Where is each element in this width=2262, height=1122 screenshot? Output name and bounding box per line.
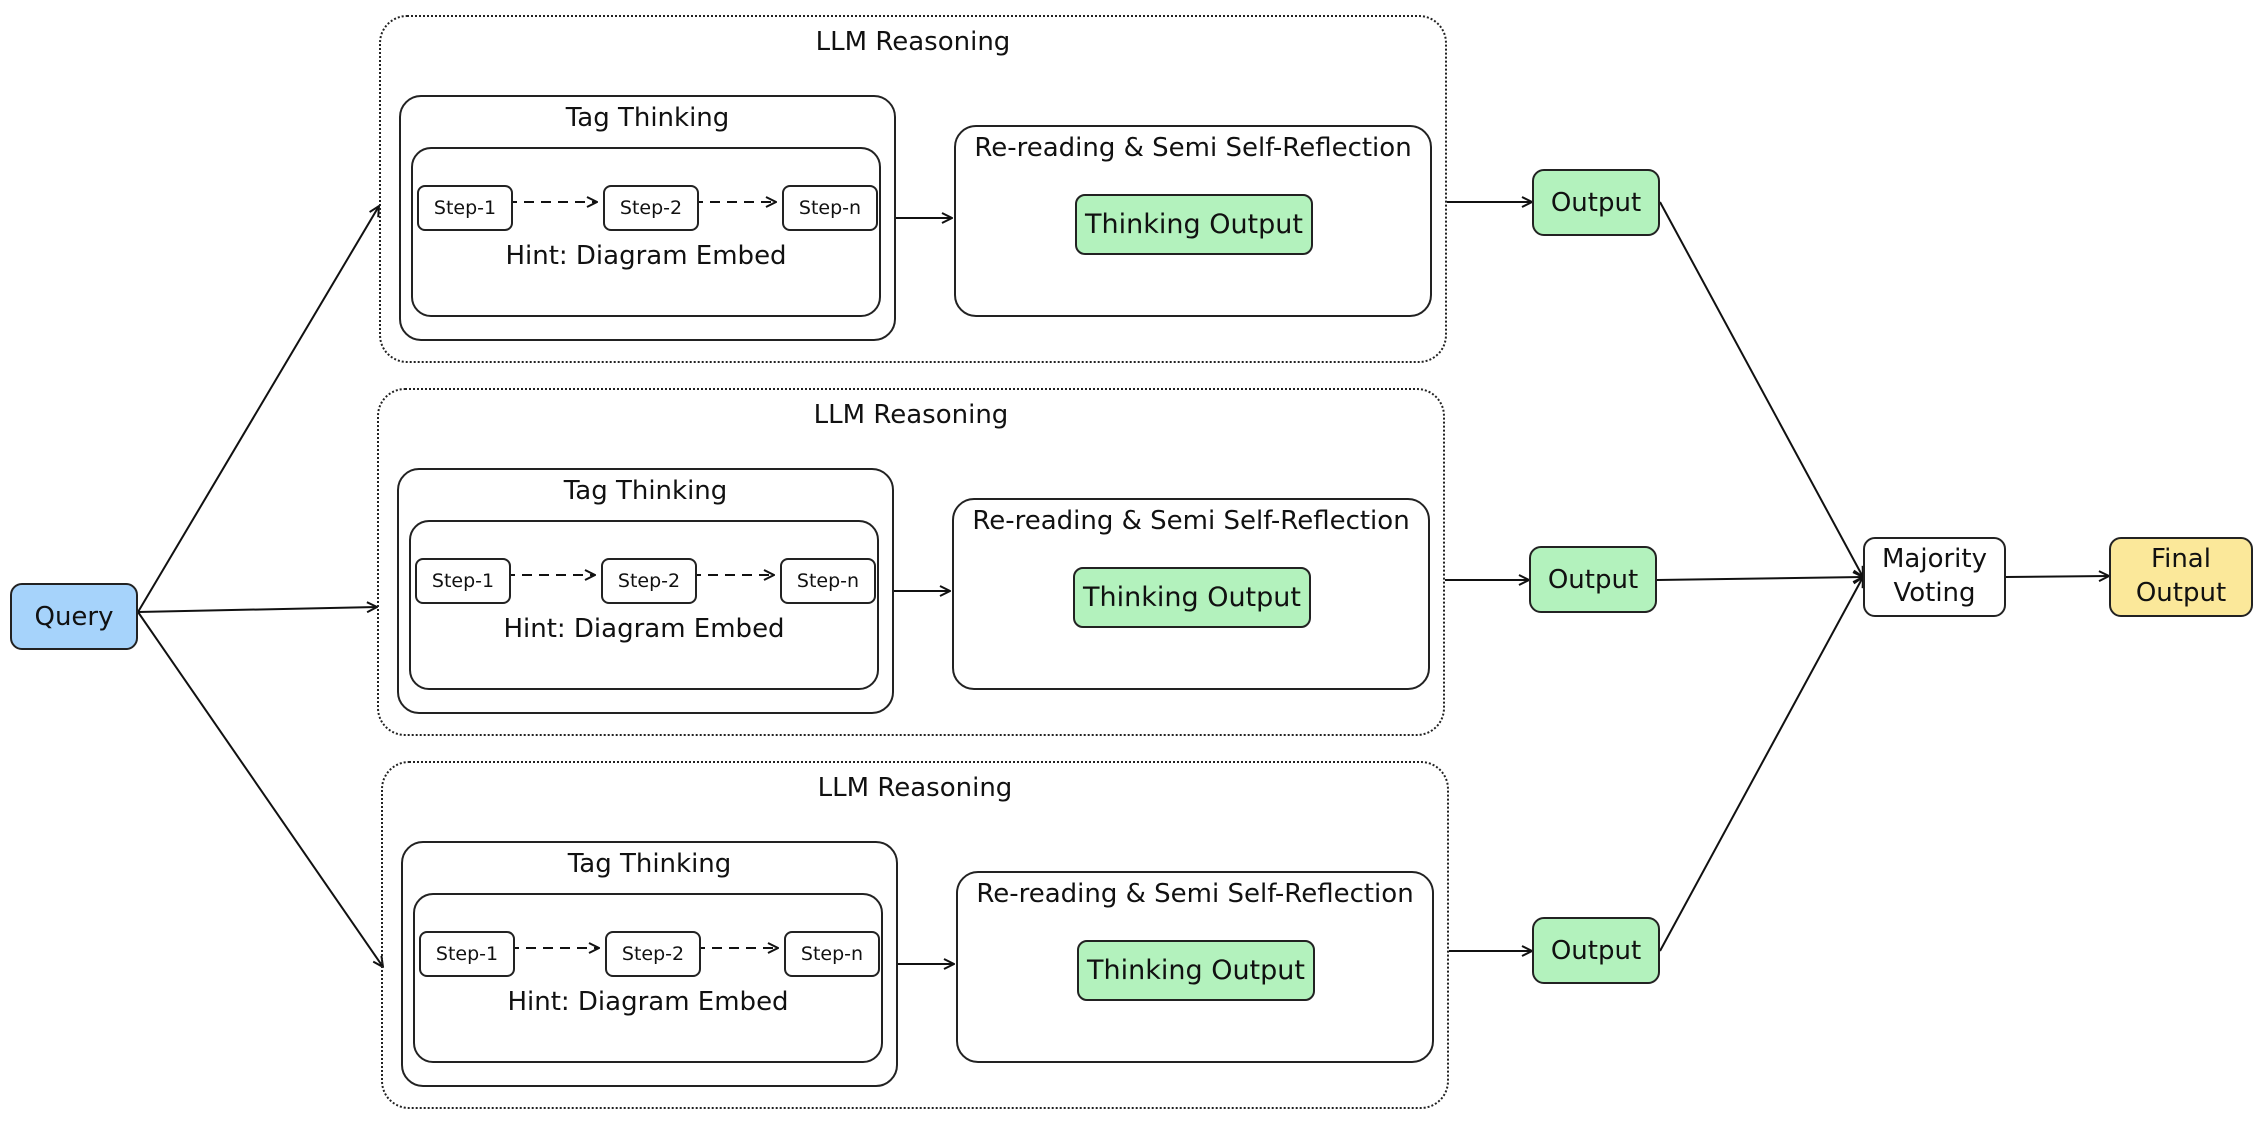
step-1-node: Step-1 [415, 558, 511, 604]
arrow-query-to-pipeline-2 [137, 607, 377, 612]
llm-reasoning-title: LLM Reasoning [813, 400, 1009, 430]
step-n-node: Step-n [784, 931, 880, 977]
step-1-node: Step-1 [417, 185, 513, 231]
tag-thinking-title: Tag Thinking [567, 849, 732, 879]
hint-label: Hint: Diagram Embed [503, 614, 785, 644]
tag-thinking-title: Tag Thinking [563, 476, 728, 506]
reflection-block: Re-reading & Semi Self-Reflection Thinki… [952, 498, 1430, 690]
thinking-output-node: Thinking Output [1075, 194, 1313, 255]
final-output-line-2: Output [2135, 578, 2227, 608]
final-output-node: Final Output [2109, 537, 2253, 617]
step-2-node: Step-2 [605, 931, 701, 977]
arrow-output-to-voting-1 [1659, 201, 1863, 577]
llm-reasoning-panel-2: LLM Reasoning Tag Thinking Step-1 Step-2… [377, 388, 1445, 736]
llm-reasoning-panel-1: LLM Reasoning Tag Thinking Step-1 Step-2… [379, 15, 1447, 363]
output-node-2: Output [1529, 546, 1657, 613]
tag-thinking-block: Tag Thinking Step-1 Step-2 Step-n Hint: … [397, 468, 894, 714]
reflection-block: Re-reading & Semi Self-Reflection Thinki… [954, 125, 1432, 317]
step-chain-container: Step-1 Step-2 Step-n Hint: Diagram Embed [411, 147, 881, 317]
llm-reasoning-panel-3: LLM Reasoning Tag Thinking Step-1 Step-2… [381, 761, 1449, 1109]
final-output-line-1: Final [2151, 544, 2211, 575]
step-n-node: Step-n [780, 558, 876, 604]
tag-thinking-block: Tag Thinking Step-1 Step-2 Step-n Hint: … [399, 95, 896, 341]
step-1-node: Step-1 [419, 931, 515, 977]
output-node-3: Output [1532, 917, 1660, 984]
majority-voting-line-2: Voting [1893, 578, 1976, 608]
arrow-voting-to-final [2005, 576, 2109, 577]
reflection-title: Re-reading & Semi Self-Reflection [974, 133, 1412, 163]
query-node: Query [10, 583, 138, 650]
arrow-output-to-voting-3 [1659, 577, 1863, 952]
reflection-title: Re-reading & Semi Self-Reflection [972, 506, 1410, 536]
reflection-title: Re-reading & Semi Self-Reflection [976, 879, 1414, 909]
step-chain-container: Step-1 Step-2 Step-n Hint: Diagram Embed [409, 520, 879, 690]
tag-thinking-block: Tag Thinking Step-1 Step-2 Step-n Hint: … [401, 841, 898, 1087]
output-node-1: Output [1532, 169, 1660, 236]
tag-thinking-title: Tag Thinking [565, 103, 730, 133]
thinking-output-node: Thinking Output [1073, 567, 1311, 628]
hint-label: Hint: Diagram Embed [507, 987, 789, 1017]
llm-reasoning-title: LLM Reasoning [817, 773, 1013, 803]
step-n-node: Step-n [782, 185, 878, 231]
step-2-node: Step-2 [601, 558, 697, 604]
arrow-query-to-pipeline-3 [137, 611, 383, 967]
hint-label: Hint: Diagram Embed [505, 241, 787, 271]
llm-reasoning-title: LLM Reasoning [815, 27, 1011, 57]
step-chain-container: Step-1 Step-2 Step-n Hint: Diagram Embed [413, 893, 883, 1063]
majority-voting-node: Majority Voting [1863, 537, 2006, 617]
thinking-output-node: Thinking Output [1077, 940, 1315, 1001]
majority-voting-line-1: Majority [1882, 544, 1987, 575]
step-2-node: Step-2 [603, 185, 699, 231]
arrow-query-to-pipeline-1 [137, 206, 379, 613]
reflection-block: Re-reading & Semi Self-Reflection Thinki… [956, 871, 1434, 1063]
arrow-output-to-voting-2 [1656, 577, 1863, 580]
query-label: Query [34, 601, 114, 632]
